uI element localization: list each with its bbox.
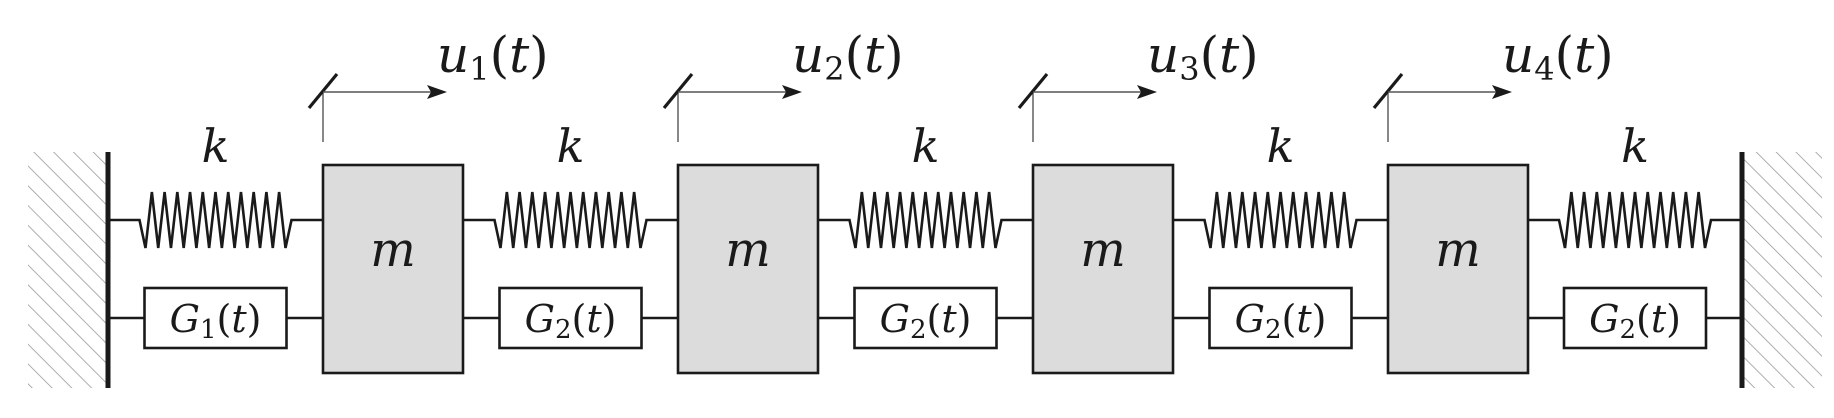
displacement-1: u1(t) [307, 26, 549, 142]
damper-label: G2(t) [525, 297, 617, 345]
displacement-label: u3(t) [1147, 26, 1259, 88]
displacement-2: u2(t) [662, 26, 904, 142]
damper-box [1208, 286, 1353, 350]
spring-2: k [463, 119, 678, 249]
mass-block [1386, 163, 1530, 375]
mass-block [321, 163, 465, 375]
mass-2: m [676, 163, 820, 375]
mass-label: m [1080, 222, 1126, 278]
dampers-group: G1(t) G2(t) G2(t) G2(t) G2(t) [108, 286, 1742, 350]
displacement-4: u4(t) [1372, 26, 1614, 142]
mass-label: m [725, 222, 771, 278]
spring-3: k [818, 119, 1033, 249]
spring-zigzag [1528, 191, 1742, 249]
mass-1: m [321, 163, 465, 375]
right-wall [1739, 152, 1822, 388]
arrow-head [1137, 85, 1157, 99]
spring-label: k [1621, 119, 1649, 173]
arrow-head [782, 85, 802, 99]
displacement-label: u4(t) [1502, 26, 1614, 88]
spring-label: k [202, 119, 230, 173]
displacement-3: u3(t) [1017, 26, 1259, 142]
mass-label: m [370, 222, 416, 278]
mass-3: m [1031, 163, 1175, 375]
mass-4: m [1386, 163, 1530, 375]
arrow-head [1492, 85, 1512, 99]
mass-label: m [1435, 222, 1481, 278]
damper-label: G1(t) [170, 297, 262, 345]
damper-3: G2(t) [818, 286, 1033, 350]
spring-label: k [912, 119, 940, 173]
mass-block [676, 163, 820, 375]
spring-label: k [1267, 119, 1295, 173]
damper-2: G2(t) [463, 286, 678, 350]
spring-zigzag [1173, 191, 1388, 249]
arrow-head [427, 85, 447, 99]
damper-1: G1(t) [108, 286, 323, 350]
damper-box [498, 286, 643, 350]
spring-1: k [108, 119, 323, 249]
displacement-label: u2(t) [792, 26, 904, 88]
spring-zigzag [463, 191, 678, 249]
damper-box [1562, 286, 1708, 350]
spring-zigzag [108, 191, 323, 249]
damper-5: G2(t) [1528, 286, 1742, 350]
damper-box [853, 286, 998, 350]
damper-label: G2(t) [1235, 297, 1327, 345]
left-wall [28, 152, 111, 388]
damper-label: G2(t) [880, 297, 972, 345]
spring-5: k [1528, 119, 1742, 249]
damper-box [143, 286, 288, 350]
displacement-label: u1(t) [437, 26, 549, 88]
damper-label: G2(t) [1589, 297, 1681, 345]
damper-4: G2(t) [1173, 286, 1388, 350]
spring-label: k [557, 119, 585, 173]
spring-zigzag [818, 191, 1033, 249]
displacements-group: u1(t) u2(t) u3(t) u4(t) [307, 26, 1614, 142]
spring-4: k [1173, 119, 1388, 249]
mass-block [1031, 163, 1175, 375]
